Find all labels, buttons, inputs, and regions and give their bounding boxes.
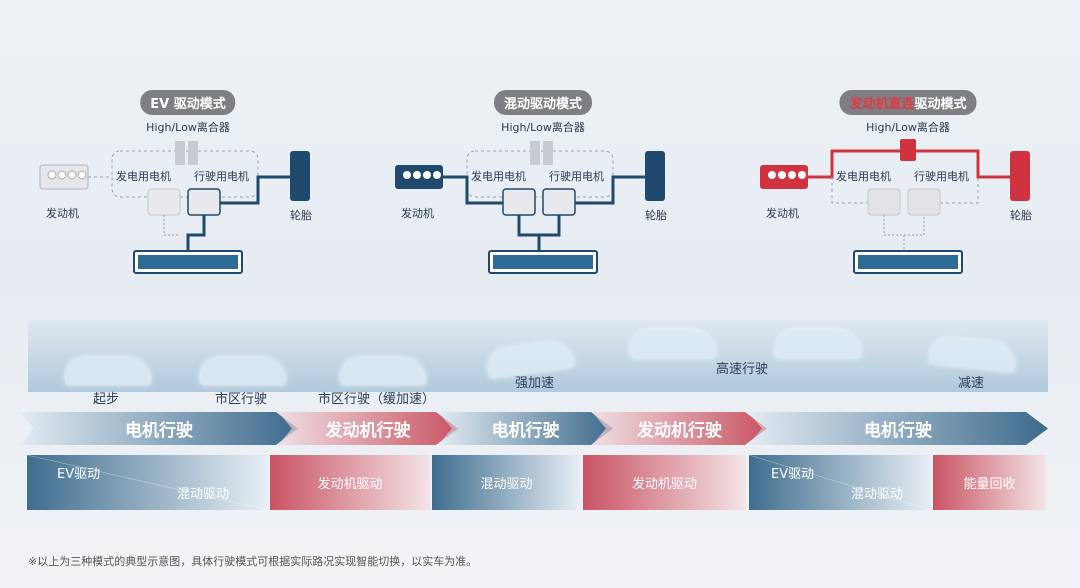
drive-motor-icon — [907, 188, 941, 216]
tire-label: 轮胎 — [290, 208, 312, 222]
gen-motor-icon — [147, 188, 181, 216]
gen-motor-label: 发电用电机 — [471, 169, 526, 183]
tire-icon — [290, 151, 310, 201]
gen-motor-label: 发电用电机 — [836, 169, 891, 183]
scene-decel: 减速 — [958, 376, 985, 391]
direct-drive-mode-title: 发动机直连驱动模式 — [839, 90, 977, 115]
car-icon — [200, 357, 286, 385]
arrow-engine-drive: 发动机行驶 — [592, 412, 767, 445]
drive-motor-label: 行驶用电机 — [549, 169, 604, 183]
mode-hybrid: 混动驱动 — [851, 487, 904, 502]
arrow-motor-drive: 电机行驶 — [20, 412, 298, 445]
car-icon — [65, 357, 151, 385]
gen-motor-label: 发电用电机 — [116, 169, 171, 183]
direct-drive-diagram: High/Low离合器 发动机 发电用电机 行驶用电机 轮胎 — [760, 120, 1032, 274]
tire-label: 轮胎 — [1010, 208, 1032, 222]
mode-engine: 发动机驱动 — [270, 455, 430, 510]
footnote: ※以上为三种模式的典型示意图，具体行驶模式可根据实际路况实现智能切换，以实车为准… — [28, 555, 478, 568]
clutch-label: High/Low离合器 — [146, 120, 230, 134]
hybrid-mode-diagram: High/Low离合器 发动机 发电用电机 行驶用电机 轮胎 — [395, 120, 667, 274]
title-highlight: 发动机直连 — [849, 97, 915, 112]
direct-drive-mode-panel: 发动机直连驱动模式 High/Low离合器 发动机 发电用电机 行驶用电机 轮胎 — [758, 85, 1058, 285]
hybrid-mode-title: 混动驱动模式 — [493, 90, 593, 115]
mode-hybrid: 混动驱动 — [177, 487, 230, 502]
scene-hard-accel: 强加速 — [515, 376, 555, 391]
ev-mode-diagram: High/Low离合器 发动机 发电用电机 行驶用电机 轮胎 — [39, 120, 312, 274]
engine-label: 发动机 — [46, 206, 79, 220]
engine-icon — [395, 165, 443, 189]
tire-icon — [645, 151, 665, 201]
mode-engine: 发动机驱动 — [583, 455, 746, 510]
mode-energy-recovery: 能量回收 — [933, 455, 1046, 510]
mode-hybrid: 混动驱动 — [432, 455, 581, 510]
tire-label: 轮胎 — [645, 208, 667, 222]
engine-icon — [39, 164, 89, 190]
mode-ev: EV驱动 — [771, 467, 815, 482]
scene-city: 市区行驶 — [215, 392, 268, 407]
arrow-engine-drive: 发动机行驶 — [278, 412, 458, 445]
engine-icon — [760, 165, 808, 189]
car-icon — [340, 357, 426, 385]
ev-mode-panel: EV 驱动模式 High/Low离合器 发动机 发电用电机 行驶用电机 轮胎 — [38, 85, 338, 285]
title-rest: 驱动模式 — [914, 97, 967, 112]
clutch-label: High/Low离合器 — [866, 120, 950, 134]
hybrid-mode-panel: 混动驱动模式 High/Low离合器 发动机 发电用电机 行驶用电机 轮胎 — [393, 85, 693, 285]
dashed-link — [111, 150, 259, 198]
mode-ev-hybrid: EV驱动 混动驱动 — [27, 455, 268, 510]
drive-motor-label: 行驶用电机 — [194, 169, 249, 183]
mode-label: 发动机驱动 — [631, 477, 697, 492]
clutch-icon — [900, 139, 916, 161]
drive-motor-label: 行驶用电机 — [914, 169, 969, 183]
engine-label: 发动机 — [401, 206, 434, 220]
scene-start: 起步 — [93, 392, 120, 407]
mode-label: 混动驱动 — [480, 477, 533, 492]
gen-motor-icon — [502, 188, 536, 216]
drive-motor-icon — [542, 188, 576, 216]
clutch-icon — [175, 141, 198, 165]
tire-icon — [1010, 151, 1030, 201]
clutch-label: High/Low离合器 — [501, 120, 585, 134]
arrow-motor-drive: 电机行驶 — [748, 412, 1048, 445]
car-icon — [630, 330, 716, 358]
car-icon — [775, 330, 861, 358]
mode-ev-hybrid: EV驱动 混动驱动 — [749, 455, 931, 510]
arrow-motor-drive: 电机行驶 — [438, 412, 613, 445]
scene-city-slow-accel: 市区行驶（缓加速） — [318, 392, 436, 407]
scene-highway: 高速行驶 — [716, 362, 769, 377]
engine-label: 发动机 — [766, 206, 799, 220]
gen-motor-icon — [867, 188, 901, 216]
drive-motor-icon — [187, 188, 221, 216]
mode-ev: EV驱动 — [57, 467, 101, 482]
mode-label: 发动机驱动 — [317, 477, 383, 492]
clutch-icon — [530, 141, 553, 165]
mode-label: 能量回收 — [963, 477, 1016, 492]
ev-mode-title: EV 驱动模式 — [140, 90, 236, 115]
